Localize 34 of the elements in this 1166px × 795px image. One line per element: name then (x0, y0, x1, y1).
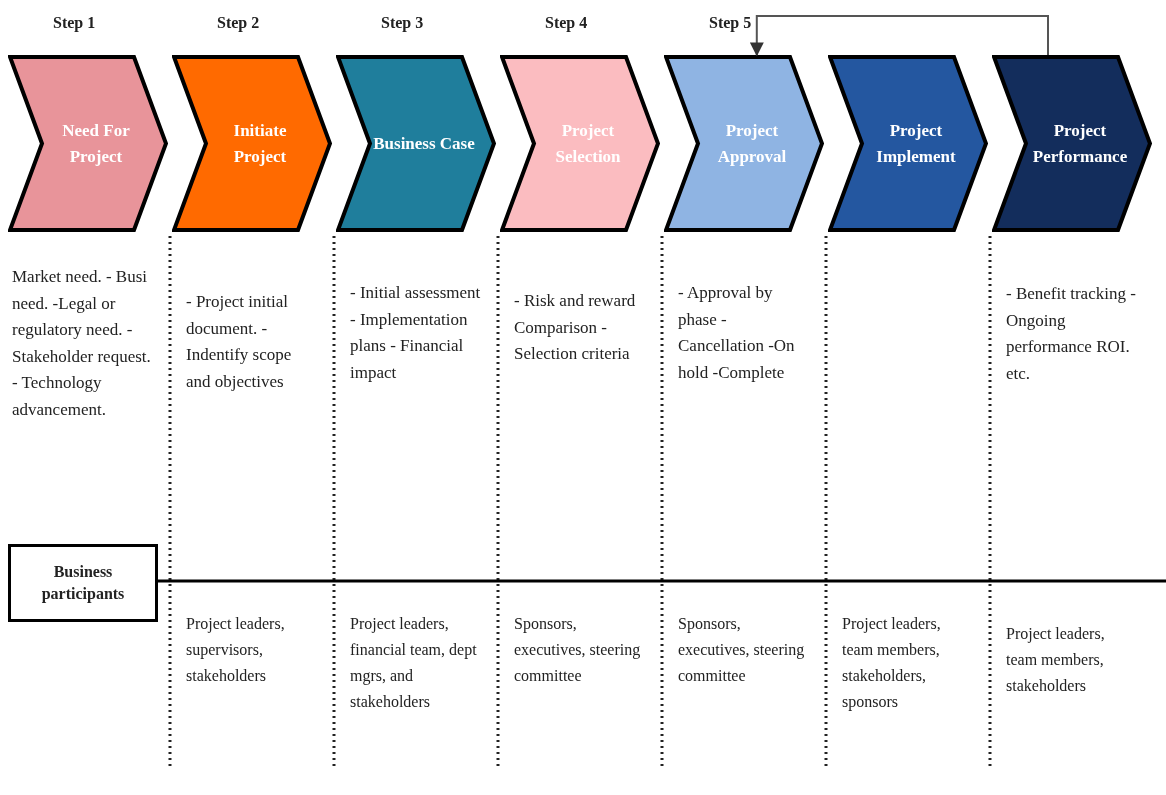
step-title: Need For Project (61, 119, 131, 168)
feedback-arrow (749, 15, 1049, 57)
step-title: Business Case (372, 132, 476, 155)
step-description: - Risk and reward Comparison - Selection criteria (514, 290, 637, 365)
participants-text: Project leaders, team members, stakeholders (1006, 624, 1106, 696)
step-description: - Approval by phase - Cancellation -On hold -Complete (678, 282, 796, 384)
step-description: - Initial assessment - Implementation plans - Financial impact (350, 282, 482, 384)
participants-text: Sponsors, executives, steering committee (678, 614, 806, 686)
process-stage (500, 55, 660, 232)
row-heading: Business participants (40, 562, 126, 605)
step-title: Project Approval (716, 119, 788, 168)
participants-text: Project leaders, supervisors, stakeholders (186, 614, 286, 686)
step-label: Step 4 (545, 14, 588, 32)
process-stage (828, 55, 988, 232)
participants-text: Project leaders, team members, stakeholders, sponsors (842, 614, 942, 713)
step-title: Initiate Project (232, 119, 288, 168)
step-label: Step 5 (709, 14, 752, 32)
step-label: Step 1 (53, 14, 96, 32)
step-title: Project Selection (554, 119, 622, 168)
step-title: Project Performance (1031, 119, 1129, 168)
step-label: Step 2 (217, 14, 260, 32)
step-title: Project Implement (875, 119, 957, 168)
process-stage (992, 55, 1152, 232)
process-stage (8, 55, 168, 232)
step-description: Market need. - Busi need. -Legal or regulatory need. - Stakeholder request. - Technology advancement. (12, 266, 152, 421)
participants-text: Project leaders, financial team, dept mgrs, and stakeholders (350, 614, 478, 712)
participants-text: Sponsors, executives, steering committee (514, 614, 642, 686)
process-stage (336, 55, 496, 232)
process-stage (172, 55, 332, 232)
step-description: - Benefit tracking -Ongoing performance ROI. etc. (1006, 283, 1137, 385)
step-label: Step 3 (381, 14, 424, 32)
step-description: - Project initial document. - Indentify scope and objectives (186, 291, 293, 393)
label-box (8, 544, 158, 622)
process-stage (664, 55, 824, 232)
